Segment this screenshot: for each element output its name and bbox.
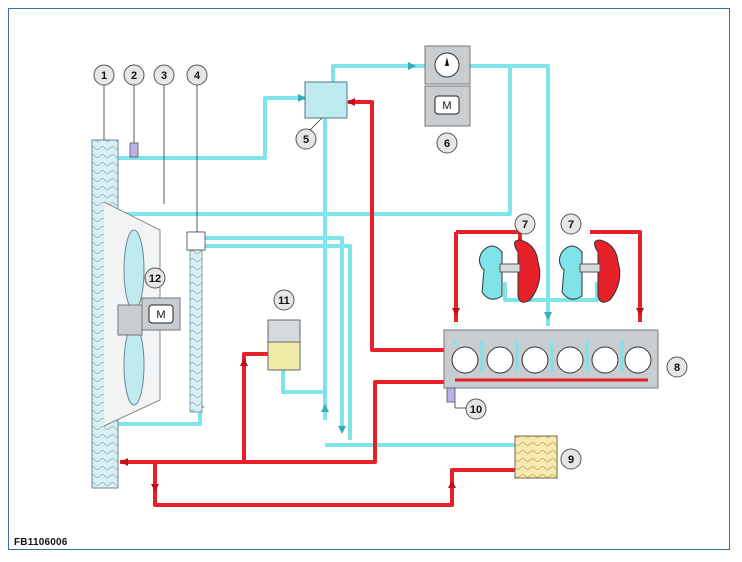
callout-11: 11 — [273, 289, 295, 311]
callout-9: 9 — [560, 448, 582, 470]
svg-text:11: 11 — [278, 295, 290, 307]
callout-6: 6 — [436, 132, 458, 154]
callout-3: 3 — [153, 64, 175, 86]
svg-text:7: 7 — [568, 219, 574, 231]
svg-text:4: 4 — [194, 70, 201, 82]
callout-leaders — [103, 84, 466, 409]
callout-7b: 7 — [560, 213, 582, 235]
svg-text:3: 3 — [161, 70, 167, 82]
callout-1: 1 — [93, 64, 115, 86]
svg-text:M: M — [156, 309, 165, 321]
coolant-pump: M — [424, 45, 471, 127]
svg-text:M: M — [442, 100, 451, 112]
svg-text:7: 7 — [522, 219, 528, 231]
svg-text:5: 5 — [303, 134, 309, 146]
callout-2: 2 — [123, 64, 145, 86]
callout-7a: 7 — [514, 213, 536, 235]
svg-text:2: 2 — [131, 70, 137, 82]
pump-motor-icon — [434, 95, 460, 115]
turbocharger-left — [478, 239, 541, 303]
svg-text:10: 10 — [470, 404, 482, 416]
svg-text:6: 6 — [444, 138, 450, 150]
callout-4: 4 — [186, 64, 208, 86]
temperature-sensor — [129, 142, 139, 158]
cooling-fan: M — [103, 201, 181, 427]
coolant-temperature-sensor — [446, 387, 456, 403]
svg-text:8: 8 — [674, 362, 680, 374]
callout-12: 12 — [144, 267, 166, 289]
turbocharger-right — [558, 239, 621, 303]
callout-8: 8 — [666, 356, 688, 378]
callout-10: 10 — [465, 398, 487, 420]
auxiliary-radiator — [189, 231, 203, 413]
engine-block — [443, 329, 659, 389]
thermostat-housing — [304, 81, 348, 119]
diagram-frame — [8, 8, 730, 550]
svg-text:9: 9 — [568, 454, 574, 466]
expansion-tank — [267, 319, 301, 371]
fan-motor-icon — [148, 304, 174, 324]
heater-core — [514, 435, 558, 479]
figure-id-label: FB1106006 — [14, 537, 68, 548]
callout-5: 5 — [295, 128, 317, 150]
svg-text:1: 1 — [101, 70, 107, 82]
svg-text:12: 12 — [149, 273, 161, 285]
